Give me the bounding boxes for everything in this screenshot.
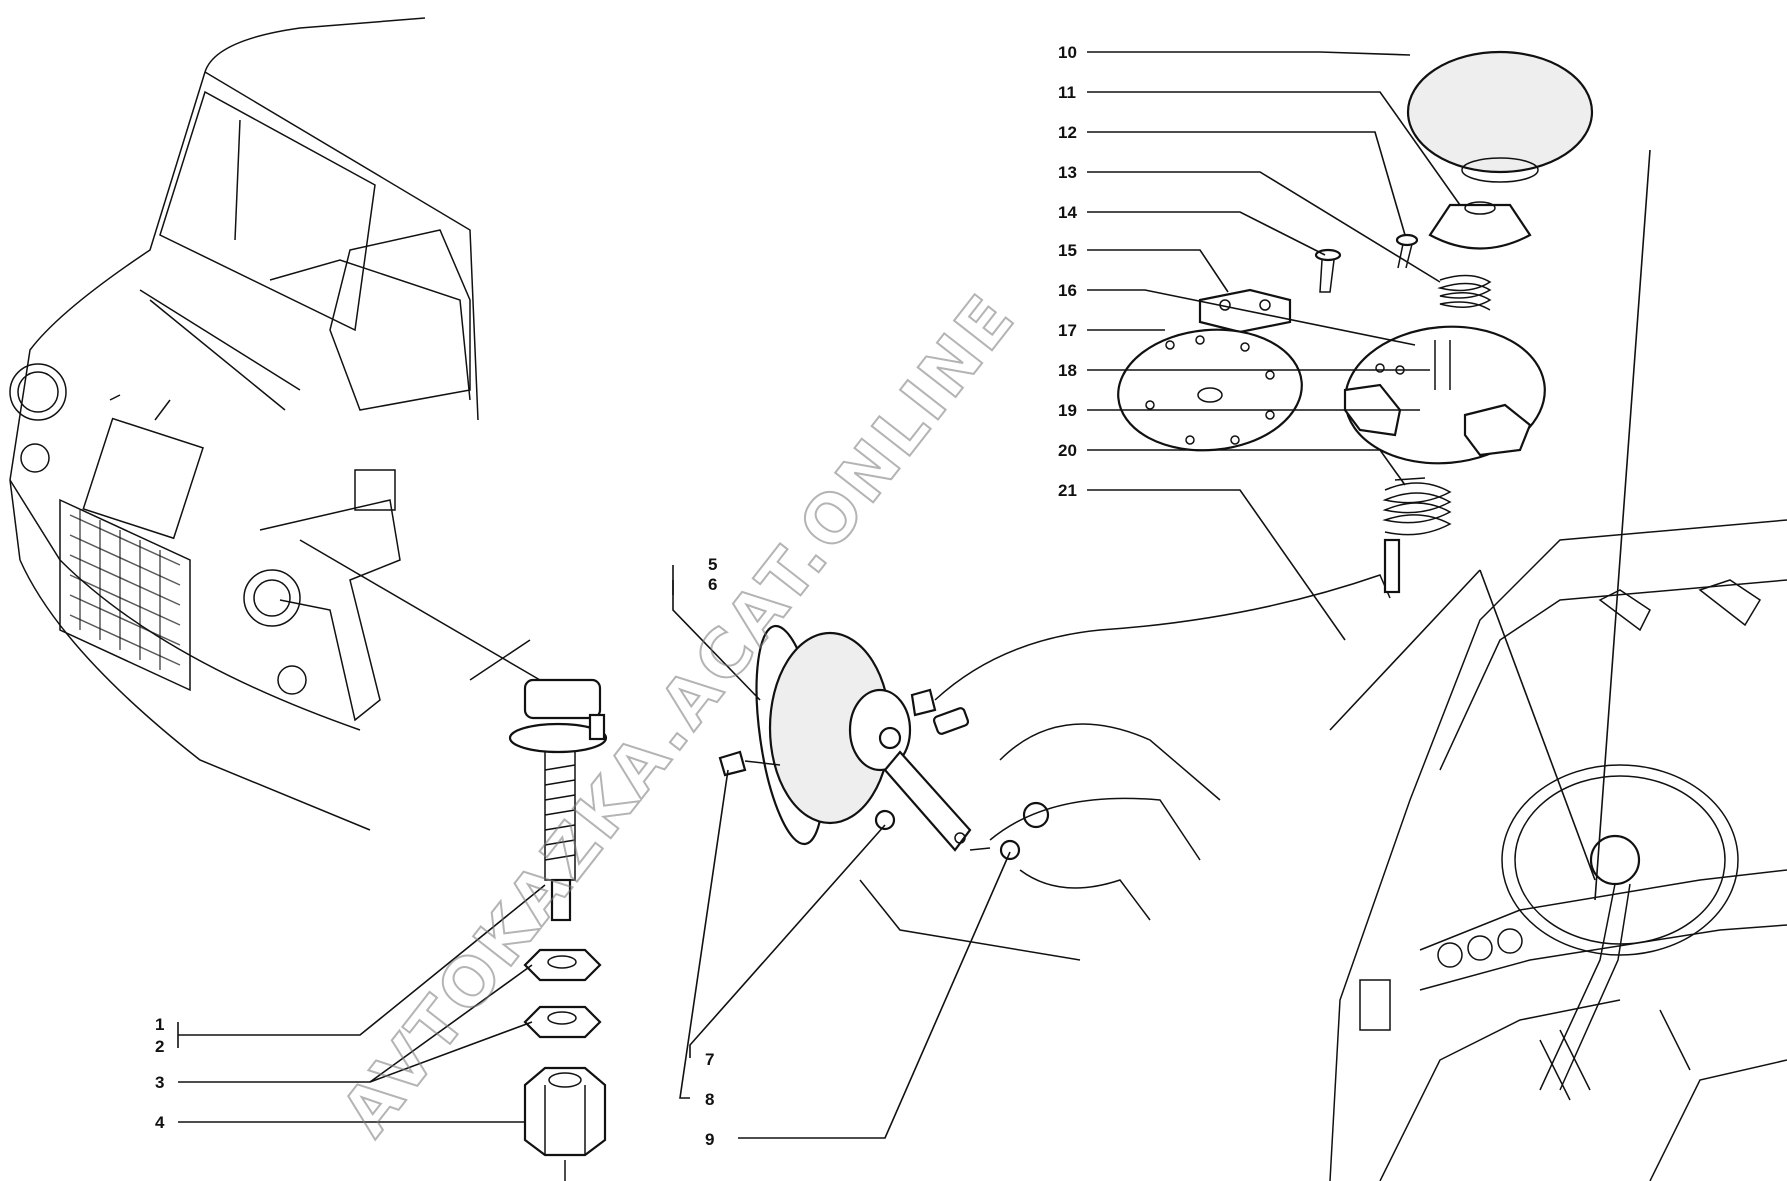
callout-3: 3 [155, 1073, 164, 1092]
hex-cap-part [523, 1066, 607, 1181]
callout-labels: 1 2 3 4 5 6 7 8 9 10 11 12 13 14 15 16 1… [155, 43, 1077, 1149]
callout-17: 17 [1058, 321, 1077, 340]
callout-6: 6 [708, 575, 717, 594]
callout-12: 12 [1058, 123, 1077, 142]
cab-interior-illustration [1329, 519, 1787, 1181]
callout-4: 4 [155, 1113, 165, 1132]
callout-18: 18 [1058, 361, 1077, 380]
callout-1: 1 [155, 1015, 164, 1034]
callout-11: 11 [1058, 83, 1076, 102]
callout-13: 13 [1058, 163, 1077, 182]
callout-8: 8 [705, 1090, 714, 1109]
callout-20: 20 [1058, 441, 1077, 460]
callout-16: 16 [1058, 281, 1077, 300]
leader-lines [177, 51, 1651, 1139]
callout-7: 7 [705, 1050, 714, 1069]
callout-5: 5 [708, 555, 717, 574]
callout-21: 21 [1058, 481, 1077, 500]
callout-2: 2 [155, 1037, 164, 1056]
callout-15: 15 [1058, 241, 1077, 260]
vehicle-front-illustration [9, 17, 541, 831]
callout-14: 14 [1058, 203, 1077, 222]
callout-10: 10 [1058, 43, 1077, 62]
horn-switch-part [508, 678, 608, 922]
horn-illustration [718, 574, 1391, 961]
horn-button-exploded-parts [1117, 50, 1594, 594]
callout-9: 9 [705, 1130, 714, 1149]
watermark-text: AVTOKAZKA.ACAT.ONLINE [327, 279, 1031, 1150]
nut-parts [523, 948, 602, 1039]
callout-19: 19 [1058, 401, 1077, 420]
